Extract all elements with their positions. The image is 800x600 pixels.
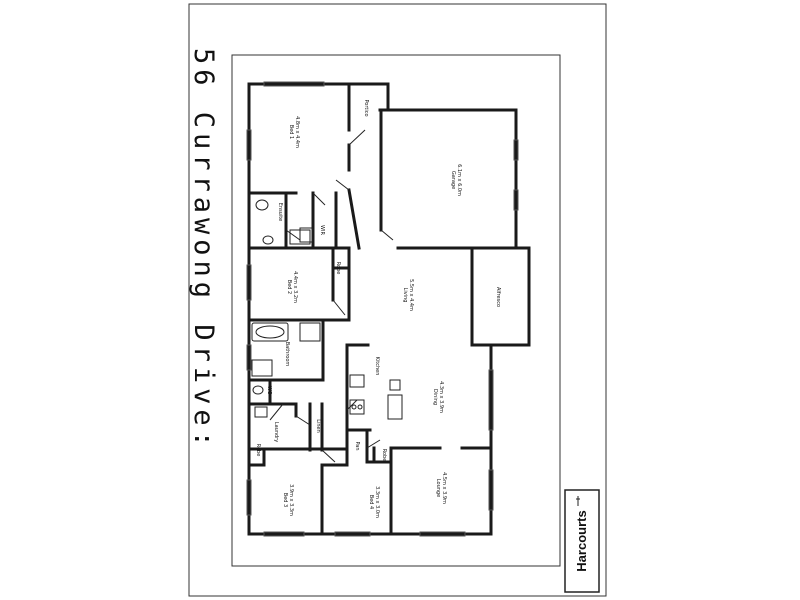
doors (269, 129, 394, 463)
room-bed2-size: 4.4m x 3.2m (292, 271, 298, 303)
room-bed4-size: 3.3m x 3.0m (374, 486, 380, 518)
room-labels: Bed 1 4.8m x 4.4m Portico Garage 6.1m x … (255, 99, 501, 518)
room-alfresco-name: Alfresco (495, 287, 501, 307)
interior-walls (247, 82, 518, 536)
room-wir-name: WIR (319, 225, 325, 235)
plan-border (231, 54, 561, 567)
room-robe2-name: Robe (381, 449, 387, 462)
room-bed3-size: 3.9m x 3.3m (288, 484, 294, 516)
room-bed4-name: Bed 4 (368, 495, 374, 509)
room-garage-name: Garage (450, 171, 456, 189)
room-bed2-name: Bed 2 (286, 280, 292, 294)
room-bed1-name: Bed 1 (288, 125, 294, 139)
room-lounge-name: Lounge (435, 479, 441, 497)
island-bench (387, 394, 403, 420)
room-bathroom-name: Bathroom (284, 342, 290, 367)
room-laundry-name: Laundry (273, 422, 279, 442)
vanity (251, 359, 273, 377)
room-robe3-name: Robe (255, 444, 261, 457)
harcourts-logo (564, 489, 600, 593)
room-living-name: Living (402, 288, 408, 303)
room-pantry-name: Pan (354, 441, 360, 450)
bathtub (251, 322, 289, 342)
brand-name: Harcourts (574, 510, 589, 571)
room-wc-name: WC (266, 386, 272, 395)
room-linen-name: Linen (315, 419, 321, 433)
room-bed3-name: Bed 3 (282, 493, 288, 507)
room-garage-size: 6.1m x 6.0m (456, 164, 462, 196)
fixtures (251, 199, 403, 420)
exterior-walls (247, 82, 531, 536)
page-border (188, 3, 607, 597)
room-dining-name: Dining (432, 389, 438, 405)
room-portico-name: Portico (363, 99, 369, 116)
room-kitchen-name: Kitchen (374, 357, 380, 376)
room-ensuite-name: Ensuite (277, 203, 283, 222)
windows (246, 81, 519, 537)
room-robe1-name: Robe (335, 262, 341, 275)
room-bed1-size: 4.8m x 4.4m (294, 116, 300, 148)
toilet (252, 385, 264, 395)
plan-title: 56 Currawong Drive: (188, 48, 219, 452)
room-lounge-size: 4.5m x 3.9m (441, 472, 447, 504)
room-living-size: 5.5m x 4.4m (408, 279, 414, 311)
room-dining-size: 4.3m x 3.9m (438, 381, 444, 413)
shower (299, 322, 321, 342)
